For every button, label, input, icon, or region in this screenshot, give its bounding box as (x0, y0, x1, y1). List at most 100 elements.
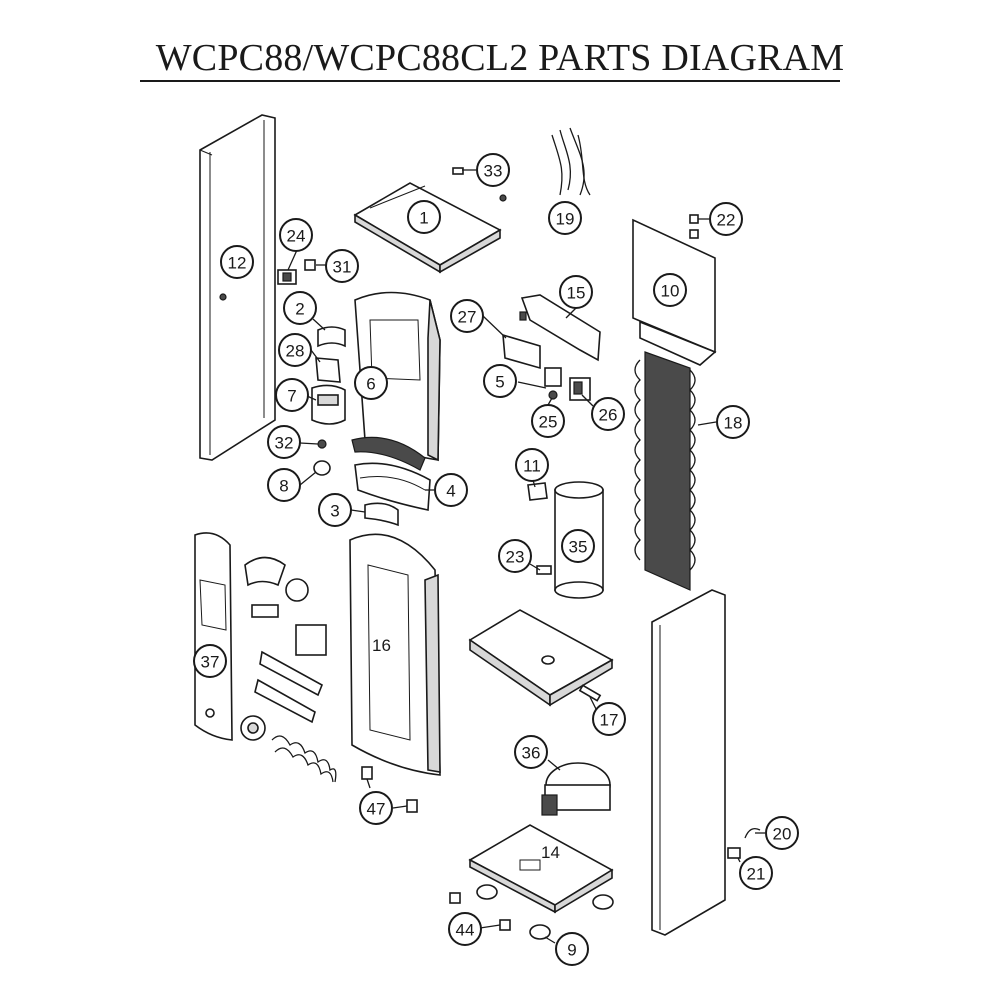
svg-text:36: 36 (522, 744, 541, 763)
part-3-tray-insert (364, 502, 399, 527)
callout-44: 44 (448, 912, 482, 946)
svg-text:4: 4 (446, 482, 455, 501)
callout-4: 4 (434, 473, 468, 507)
callout-33: 33 (476, 153, 510, 187)
callout-20: 20 (765, 816, 799, 850)
part-17-drier (578, 684, 602, 702)
svg-text:9: 9 (567, 941, 576, 960)
part-37-left-bracket (194, 532, 233, 741)
svg-text:17: 17 (600, 711, 619, 730)
svg-text:27: 27 (458, 308, 477, 327)
svg-text:7: 7 (287, 387, 296, 406)
svg-text:37: 37 (201, 653, 220, 672)
svg-text:15: 15 (567, 284, 586, 303)
part-4-drip-tray (354, 462, 431, 511)
callout-8: 8 (267, 468, 301, 502)
callout-18: 18 (716, 405, 750, 439)
callout-9: 9 (555, 932, 589, 966)
svg-text:24: 24 (287, 227, 306, 246)
part-20-connector (744, 827, 761, 839)
part-7-control-panel (311, 384, 346, 425)
leader-lines (287, 169, 765, 944)
part-19-wire-harness (551, 127, 591, 196)
svg-text:18: 18 (724, 414, 743, 433)
svg-text:10: 10 (661, 282, 680, 301)
callout-22: 22 (709, 202, 743, 236)
right-side-panel (651, 589, 726, 936)
title-underline (140, 80, 840, 82)
part-23-fitting (536, 565, 552, 575)
part-5-valve (544, 367, 562, 400)
callout-17: 17 (592, 702, 626, 736)
callout-12: 12 (220, 245, 254, 279)
svg-text:19: 19 (556, 210, 575, 229)
part-27-plate (502, 333, 541, 370)
diagram-title: WCPC88/WCPC88CL2 PARTS DIAGRAM (155, 37, 845, 79)
callout-19: 19 (548, 201, 582, 235)
feet-group (449, 884, 614, 940)
callout-27: 27 (450, 299, 484, 333)
part-18-condenser (634, 351, 696, 591)
spring-part (271, 735, 337, 783)
part-12-left-side-panel (199, 114, 276, 461)
svg-text:2: 2 (295, 300, 304, 319)
callout-1: 1 (407, 200, 441, 234)
svg-text:6: 6 (366, 375, 375, 394)
callout-36: 36 (514, 735, 548, 769)
part-15-bracket (519, 294, 601, 362)
part-33-screw (452, 167, 507, 202)
part-8-knob (313, 460, 331, 476)
label-14: 14 (541, 843, 560, 862)
callout-3: 3 (318, 493, 352, 527)
part-32-led (317, 439, 327, 449)
svg-text:8: 8 (279, 477, 288, 496)
part-26-relay (569, 377, 591, 401)
part-24-switch (277, 269, 297, 285)
callout-2: 2 (283, 291, 317, 325)
svg-text:47: 47 (367, 800, 386, 819)
svg-text:3: 3 (330, 502, 339, 521)
svg-text:28: 28 (286, 342, 305, 361)
part-21-connector (727, 847, 741, 859)
svg-text:44: 44 (456, 921, 475, 940)
callout-35: 35 (561, 529, 595, 563)
callout-25: 25 (531, 404, 565, 438)
part-14-base-plate (468, 824, 614, 914)
callout-47: 47 (359, 791, 393, 825)
callout-28: 28 (278, 333, 312, 367)
callout-7: 7 (275, 378, 309, 412)
callout-11: 11 (515, 448, 549, 482)
callout-31: 31 (325, 249, 359, 283)
svg-text:26: 26 (599, 406, 618, 425)
callout-32: 32 (267, 425, 301, 459)
callout-23: 23 (498, 539, 532, 573)
part-31-clip (304, 259, 316, 271)
svg-text:31: 31 (333, 258, 352, 277)
part-22-screws (689, 214, 699, 239)
callout-37: 37 (193, 644, 227, 678)
svg-text:23: 23 (506, 548, 525, 567)
callout-24: 24 (279, 218, 313, 252)
label-16: 16 (372, 636, 391, 655)
svg-text:21: 21 (747, 865, 766, 884)
svg-text:32: 32 (275, 434, 294, 453)
part-11-clip (527, 482, 548, 501)
small-parts-group (240, 556, 327, 741)
callout-26: 26 (591, 397, 625, 431)
part-36-compressor (541, 762, 611, 816)
svg-text:22: 22 (717, 211, 736, 230)
callout-10: 10 (653, 273, 687, 307)
part-6-upper-front-panel (351, 291, 441, 471)
callout-15: 15 (559, 275, 593, 309)
svg-text:20: 20 (773, 825, 792, 844)
part-16-lower-front-panel (349, 533, 441, 776)
svg-text:1: 1 (419, 209, 428, 228)
part-28-panel-piece (315, 357, 341, 383)
svg-text:25: 25 (539, 413, 558, 432)
callout-21: 21 (739, 856, 773, 890)
callout-6: 6 (354, 366, 388, 400)
svg-text:33: 33 (484, 162, 503, 181)
svg-text:11: 11 (523, 457, 541, 476)
part-2-cover-piece (317, 326, 346, 348)
